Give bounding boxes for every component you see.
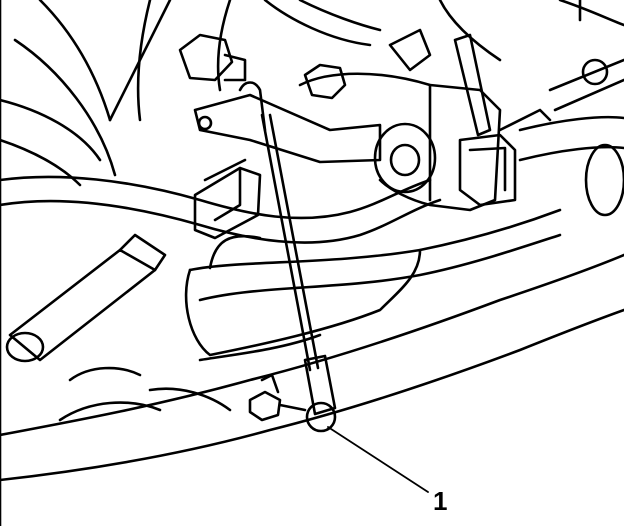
callout-1-leader	[327, 426, 429, 493]
sensor-nut	[303, 63, 347, 100]
sensor-link-rod	[238, 81, 337, 433]
lower-bracket-bolt	[248, 373, 307, 422]
upper-mounting-nut	[178, 33, 247, 82]
stabilizer-bar	[0, 175, 442, 244]
callout-1-label: 1	[433, 486, 447, 516]
lower-control-arm	[0, 208, 624, 482]
left-link-rod	[5, 233, 167, 363]
right-frame-components	[518, 58, 624, 217]
bar-bushing	[193, 158, 262, 240]
height-sensor-assembly	[193, 28, 552, 212]
